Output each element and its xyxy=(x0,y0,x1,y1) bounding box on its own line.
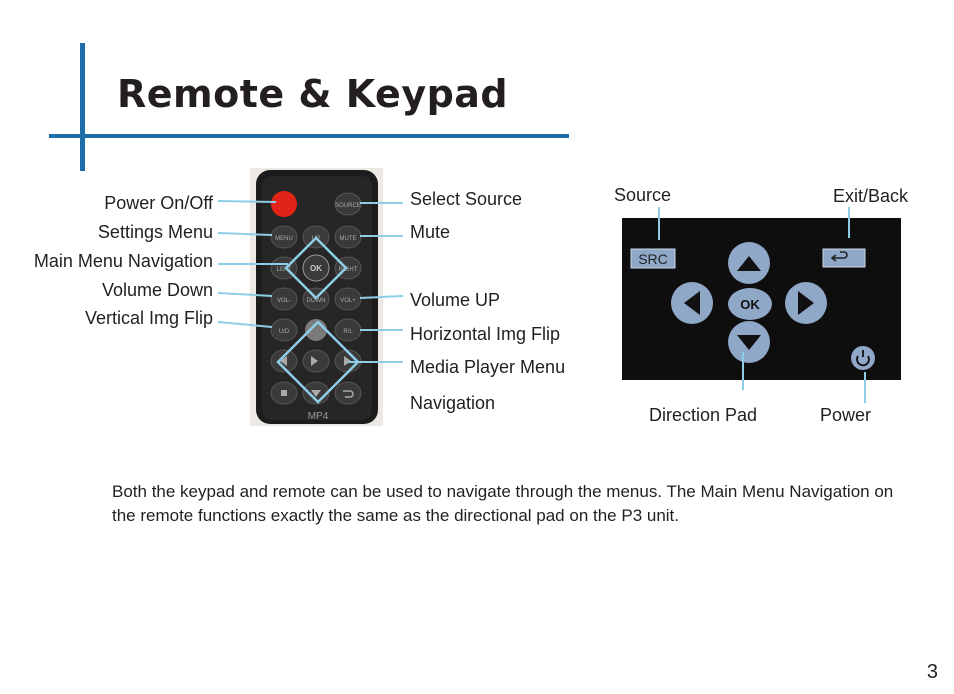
menu-button xyxy=(270,225,298,249)
down-button-text: DOWN xyxy=(307,298,326,304)
ud-button-text: U/D xyxy=(279,329,290,335)
dpad-ok-text: OK xyxy=(740,297,760,312)
vol-plus-button xyxy=(334,287,362,311)
vol-minus-button-text: VOL- xyxy=(277,298,291,304)
back-button xyxy=(334,381,362,405)
mute-button-text: MUTE xyxy=(340,236,357,242)
label-settings-menu: Settings Menu xyxy=(97,222,213,242)
ud-button xyxy=(270,318,298,342)
power-button xyxy=(271,191,297,217)
media-nav-highlight xyxy=(276,320,360,404)
label-select-source: Select Source xyxy=(410,189,523,209)
keypad-power-icon xyxy=(856,350,870,367)
menu-button-text: MENU xyxy=(275,236,293,242)
next-icon xyxy=(344,356,351,366)
right-button-text: RIGHT xyxy=(339,267,358,273)
label-navigation: Navigation xyxy=(410,393,496,413)
label-keypad-source: Source xyxy=(614,185,672,205)
label-power-on-off: Power On/Off xyxy=(104,193,213,213)
leader-settings xyxy=(217,232,273,236)
stop-icon xyxy=(281,390,287,396)
label-volume-down: Volume Down xyxy=(101,280,213,300)
keypad-power-button xyxy=(851,346,875,370)
label-media-player-menu: Media Player Menu xyxy=(410,357,566,377)
label-horizontal-img-flip: Horizontal Img Flip xyxy=(410,324,561,344)
play-pause-icon xyxy=(311,356,318,366)
vol-minus-button xyxy=(270,287,298,311)
source-button-text: SOURCE xyxy=(335,203,361,209)
dpad-left-icon xyxy=(684,291,700,315)
label-keypad-direction-pad: Direction Pad xyxy=(649,405,758,425)
ok-button-text: OK xyxy=(310,264,322,273)
title-accent-horizontal xyxy=(49,134,569,138)
page-number: 3 xyxy=(926,661,938,683)
label-main-menu-navigation: Main Menu Navigation xyxy=(33,251,213,271)
leader-power xyxy=(217,200,277,203)
dpad-down-icon xyxy=(737,335,761,350)
label-vertical-img-flip: Vertical Img Flip xyxy=(84,308,213,328)
media-down-icon xyxy=(311,390,321,397)
prev-icon xyxy=(280,356,287,366)
src-button-text: SRC xyxy=(638,251,668,267)
vol-plus-button-text: VOL+ xyxy=(340,298,356,304)
rl-button-text: R/L xyxy=(343,329,353,335)
dpad-ok xyxy=(728,288,772,320)
ok-button xyxy=(302,254,330,282)
main-nav-highlight xyxy=(284,236,348,300)
label-keypad-exit-back: Exit/Back xyxy=(833,186,909,206)
dpad-right-icon xyxy=(798,291,814,315)
leader-vflip xyxy=(217,321,273,328)
back-icon xyxy=(343,390,354,398)
left-button-text: LEFT xyxy=(277,267,292,273)
leader-vol-down xyxy=(217,292,273,297)
title-accent-vertical xyxy=(80,43,85,171)
src-button xyxy=(630,248,676,269)
page-title: Remote & Keypad xyxy=(117,72,509,116)
label-mute: Mute xyxy=(410,222,451,242)
label-keypad-power: Power xyxy=(820,405,872,425)
body-paragraph: Both the keypad and remote can be used t… xyxy=(112,482,894,525)
leader-vol-up xyxy=(359,295,404,299)
remote-brand-text: MP4 xyxy=(308,411,329,422)
label-volume-up: Volume UP xyxy=(410,290,501,310)
back-key-icon xyxy=(830,251,848,262)
dpad-up-icon xyxy=(737,256,761,271)
